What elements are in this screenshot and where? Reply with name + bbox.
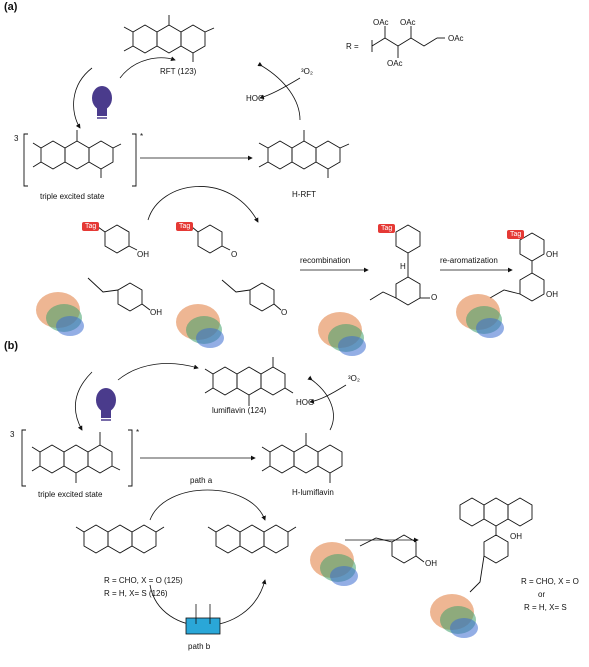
rft-label: RFT (123) [160,67,197,76]
protein-blob [318,312,366,356]
hoo-label-a: HOO [246,94,265,103]
oac-3: OAc [448,34,464,43]
path-a-label: path a [190,476,213,485]
arrow-oxidation-b [149,489,266,521]
arrow-o2-b [309,384,347,404]
tag-badge: Tag [82,222,100,231]
panel-b-label: (b) [4,340,19,352]
compound-126-label: R = H, X= S (126) [104,589,168,598]
arrow-oxidation-a [147,186,259,223]
r-group-label: R = [346,42,359,51]
protein-phenol [87,277,151,312]
lightbulb-icon [92,86,112,119]
o2-label-a: ³O₂ [301,67,313,76]
path-b-label: path b [188,642,211,651]
o2-label-b: ³O₂ [348,374,360,383]
phenoxazine-structure [75,524,165,554]
arrow-reox-a [257,61,301,121]
oh-label: OH [425,559,437,568]
ribityl-chain [371,26,445,58]
h-label: H [400,262,406,271]
product-cho-label: R = CHO, X = O [521,577,579,586]
o-radical-label: O [281,308,288,317]
oh-label: OH [150,308,162,317]
arrow-reox-b [307,375,334,431]
compound-125-label: R = CHO, X = O (125) [104,576,183,585]
product-h-label: R = H, X= S [524,603,567,612]
crosslinked-product-b [459,497,533,593]
tag-badge: Tag [176,222,194,231]
protein-blob [430,594,478,638]
oac-2: OAc [400,18,416,27]
tag-badge: Tag [378,224,396,233]
arrow-relax-b [75,371,93,431]
ketone-o-label: O [431,293,438,302]
tag-badge: Tag [507,230,525,239]
arrow-relax-a [73,67,93,129]
beaker-icon [185,604,221,635]
protein-blob [36,292,84,336]
protein-blob [456,294,504,338]
arrow-excitation-b [117,363,199,381]
excited-flavin-b [21,429,133,487]
h-rft-label: H-RFT [292,190,316,199]
h-lumiflavin-structure [261,433,343,483]
oac-4: OAc [387,59,403,68]
protein-phenoxyl [221,279,282,312]
protein-phenol-b [359,534,425,564]
phenoxyl-radical [191,224,231,254]
excited-flavin-a [23,130,137,187]
oh-label: OH [546,250,558,259]
recombination-label: recombination [300,256,351,265]
lumiflavin-structure [204,357,294,406]
crosslinked-product-a [489,232,545,302]
excited-state-b: triple excited state [38,490,103,499]
rft-structure [123,15,215,62]
oh-label: OH [510,532,522,541]
or-label: or [538,590,546,599]
asterisk-b: * [136,428,140,437]
lumiflavin-label: lumiflavin (124) [212,406,267,415]
arrow-excitation-a [119,56,176,79]
oac-1: OAc [373,18,389,27]
lightbulb-icon [96,388,116,421]
superscript-3-b: 3 [10,430,15,439]
h-rft-structure [258,130,350,178]
phenoxazine-radical-structure [207,524,297,554]
asterisk-a: * [140,132,144,141]
oh-label: OH [546,290,558,299]
o-radical-label: O [231,250,238,259]
superscript-3-a: 3 [14,134,19,143]
hoo-label-b: HOO [296,398,315,407]
protein-blob [310,542,358,586]
oh-label: OH [137,250,149,259]
dienone-intermediate [369,224,430,306]
rearomatization-label: re-aromatization [440,256,498,265]
arrow-o2-a [259,77,301,100]
h-lumiflavin-label: H-lumiflavin [292,488,334,497]
tag-phenol [97,224,138,254]
panel-a-label: (a) [4,1,18,13]
excited-state-a: triple excited state [40,192,105,201]
protein-blob [176,304,224,348]
